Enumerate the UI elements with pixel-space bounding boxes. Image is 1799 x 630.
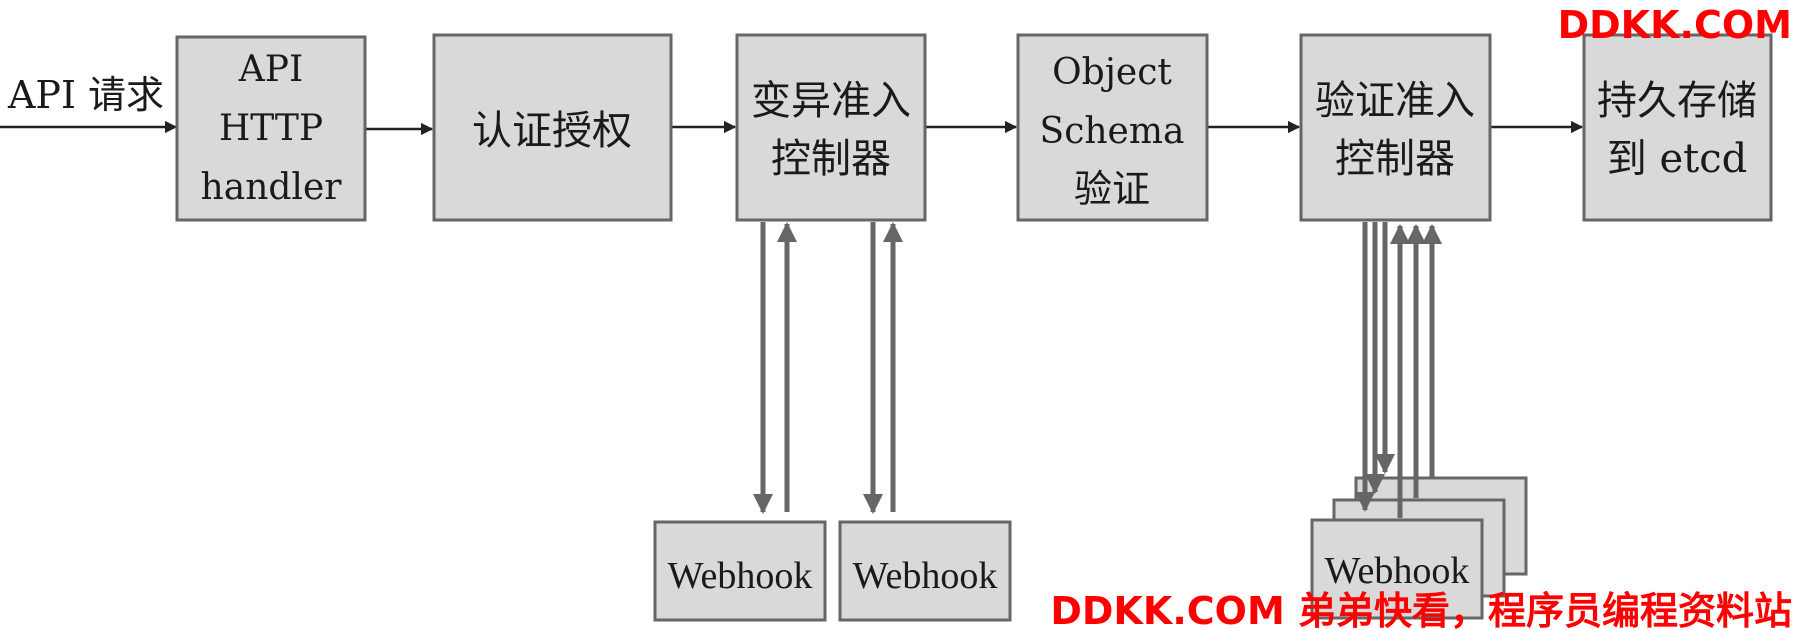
validating-admission-box: 验证准入 控制器 [1299, 33, 1492, 222]
persist-line-1: 持久存储 [1597, 78, 1757, 124]
api-handler-box: API HTTP handler [175, 35, 367, 222]
schema-line-1: Object [1052, 52, 1172, 93]
webhook-2-label: Webhook [853, 555, 998, 597]
auth-label: 认证授权 [472, 108, 632, 154]
validating-line-1: 验证准入 [1315, 78, 1475, 124]
persist-line-2: 到 etcd [1607, 136, 1747, 182]
api-handler-line-2: HTTP [219, 108, 323, 149]
input-label: API 请求 [7, 73, 164, 117]
webhook-box-2: Webhook [838, 520, 1012, 622]
schema-line-2: Schema [1040, 111, 1185, 152]
auth-box: 认证授权 [432, 33, 673, 222]
api-handler-line-3: handler [201, 167, 343, 208]
mutating-admission-box: 变异准入 控制器 [735, 33, 927, 222]
webhook-3-label: Webhook [1325, 550, 1470, 592]
watermark-bottom: DDKK.COM 弟弟快看，程序员编程资料站 [1050, 589, 1792, 630]
persist-etcd-box: 持久存储 到 etcd [1582, 33, 1773, 222]
validating-line-2: 控制器 [1335, 136, 1455, 182]
webhook-stack-front [1310, 518, 1484, 620]
api-handler-line-1: API [238, 49, 303, 90]
mutating-line-1: 变异准入 [751, 78, 911, 124]
schema-line-3: 验证 [1074, 167, 1150, 211]
watermark-top: DDKK.COM [1558, 3, 1792, 47]
webhook-1-label: Webhook [668, 555, 813, 597]
mutating-line-2: 控制器 [771, 136, 891, 182]
webhook-stack: Webhook [1310, 476, 1528, 620]
webhook-box-1: Webhook [653, 520, 827, 622]
object-schema-box: Object Schema 验证 [1016, 33, 1209, 222]
